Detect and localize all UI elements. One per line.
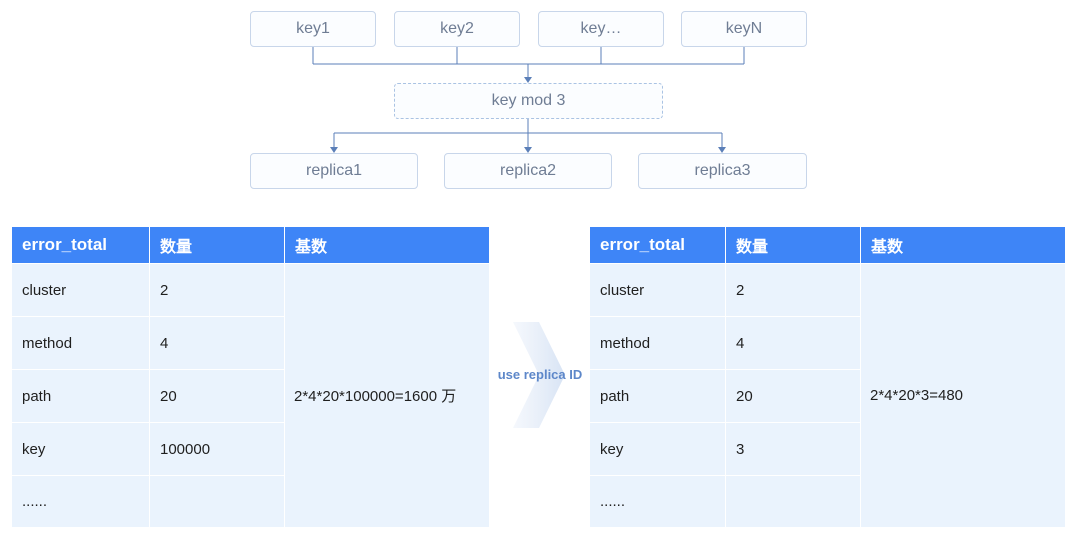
node-key-ellipsis: key… bbox=[538, 11, 664, 47]
header-count: 数量 bbox=[726, 227, 860, 263]
cardinality-result: 2*4*20*3=480 bbox=[861, 264, 1065, 527]
table-before: error_total 数量 基数 cluster 2 method 4 pat… bbox=[12, 227, 489, 527]
row-value-ellipsis bbox=[726, 476, 860, 527]
node-replica2: replica2 bbox=[444, 153, 612, 189]
arrowhead-replica3 bbox=[718, 147, 726, 153]
cardinality-result: 2*4*20*100000=1600 万 bbox=[285, 264, 489, 527]
row-value-ellipsis bbox=[150, 476, 284, 527]
arrowhead-replica2 bbox=[524, 147, 532, 153]
node-keyN: keyN bbox=[681, 11, 807, 47]
row-value-method: 4 bbox=[150, 317, 284, 369]
row-value-path: 20 bbox=[726, 370, 860, 422]
node-key-mod: key mod 3 bbox=[394, 83, 663, 119]
connector-lines bbox=[312, 47, 745, 153]
row-label-method: method bbox=[590, 317, 725, 369]
row-label-path: path bbox=[12, 370, 149, 422]
arrowhead-mod bbox=[524, 77, 532, 83]
node-key1: key1 bbox=[250, 11, 376, 47]
row-value-path: 20 bbox=[150, 370, 284, 422]
chevron-right-icon bbox=[513, 322, 565, 428]
row-label-ellipsis: ...... bbox=[590, 476, 725, 527]
row-label-method: method bbox=[12, 317, 149, 369]
node-replica1: replica1 bbox=[250, 153, 418, 189]
row-value-key: 3 bbox=[726, 423, 860, 475]
table-after: error_total 数量 基数 cluster 2 method 4 pat… bbox=[590, 227, 1065, 527]
row-value-method: 4 bbox=[726, 317, 860, 369]
header-count: 数量 bbox=[150, 227, 284, 263]
arrowhead-replica1 bbox=[330, 147, 338, 153]
node-key2: key2 bbox=[394, 11, 520, 47]
header-cardinality: 基数 bbox=[861, 227, 1065, 263]
header-metric: error_total bbox=[12, 227, 149, 263]
row-label-key: key bbox=[12, 423, 149, 475]
row-label-path: path bbox=[590, 370, 725, 422]
header-cardinality: 基数 bbox=[285, 227, 489, 263]
row-label-ellipsis: ...... bbox=[12, 476, 149, 527]
row-label-key: key bbox=[590, 423, 725, 475]
row-value-cluster: 2 bbox=[726, 264, 860, 316]
header-metric: error_total bbox=[590, 227, 725, 263]
row-label-cluster: cluster bbox=[590, 264, 725, 316]
arrow-label: use replica ID bbox=[497, 367, 583, 382]
node-replica3: replica3 bbox=[638, 153, 807, 189]
row-label-cluster: cluster bbox=[12, 264, 149, 316]
row-value-key: 100000 bbox=[150, 423, 284, 475]
row-value-cluster: 2 bbox=[150, 264, 284, 316]
